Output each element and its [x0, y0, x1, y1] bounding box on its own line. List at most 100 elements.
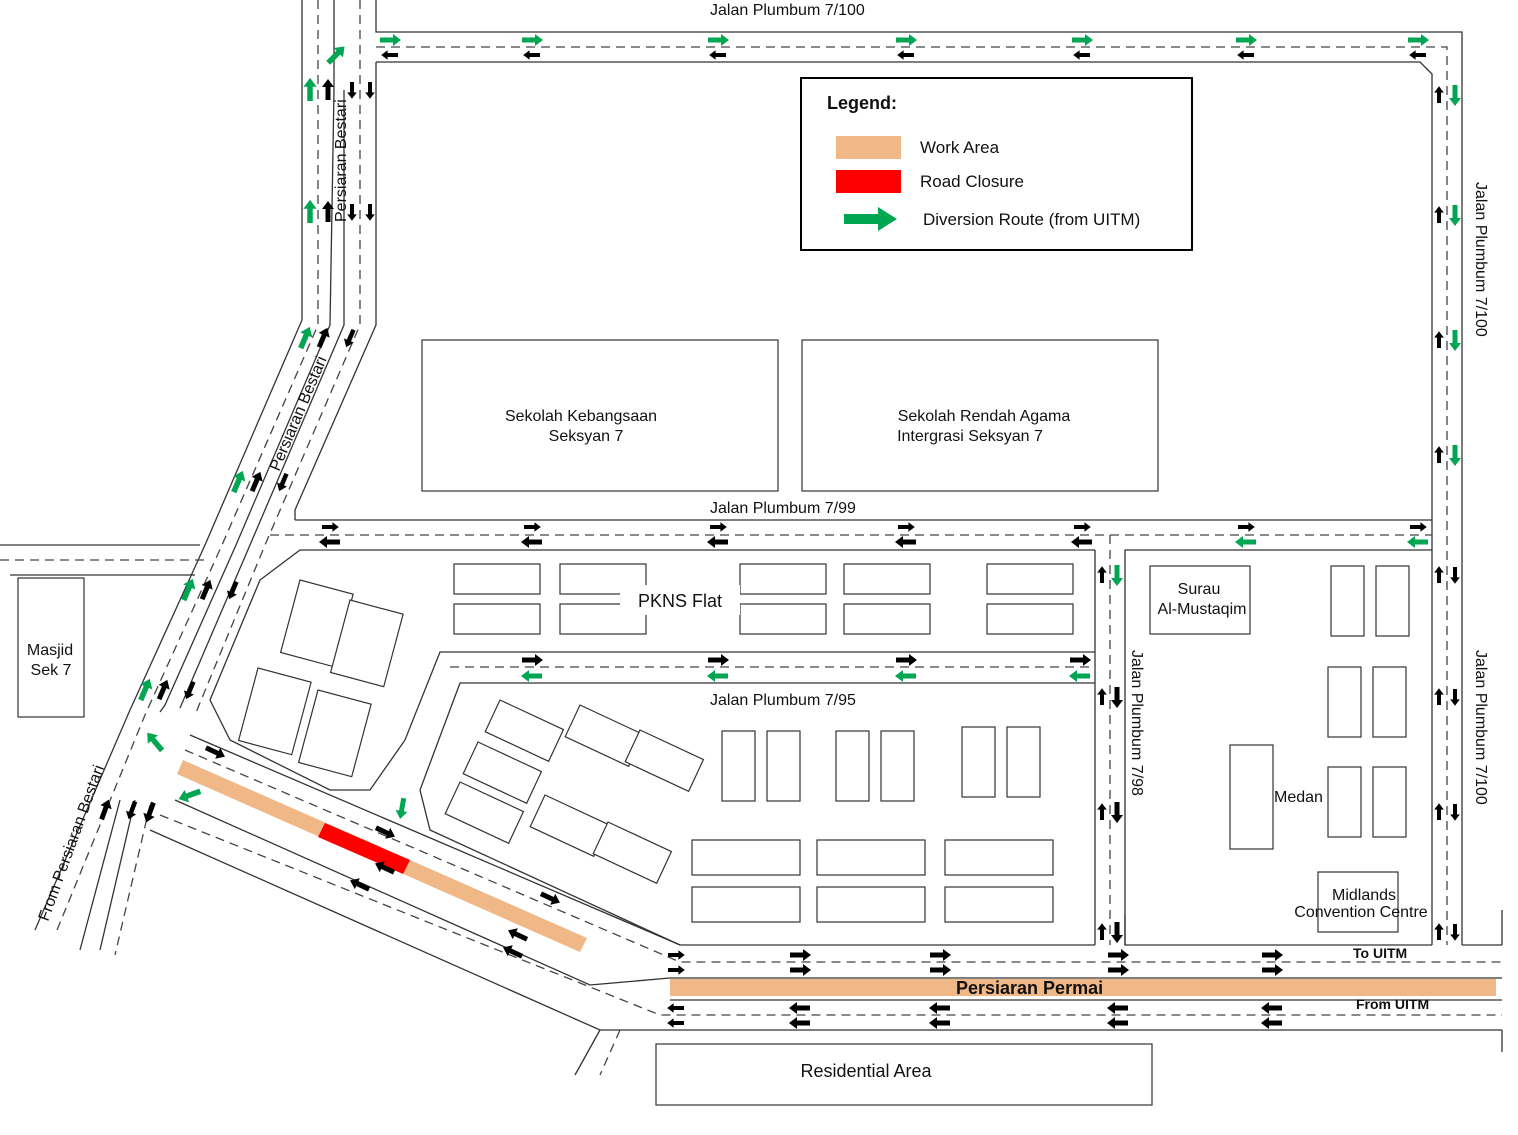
traffic-arrow-icon: [1409, 50, 1426, 60]
road-persiaran-bestari: [0, 0, 377, 956]
diversion-arrow-icon: [522, 34, 543, 46]
building-block: [1372, 666, 1407, 738]
traffic-arrow-icon: [347, 82, 357, 99]
building-block: [739, 603, 827, 635]
building-block: [816, 886, 926, 923]
building-block: [721, 730, 756, 802]
traffic-arrow-icon: [1434, 206, 1444, 223]
label-surau-line1: Surau: [1178, 581, 1221, 598]
building-surau: [1149, 565, 1251, 635]
building-block: [944, 839, 1054, 876]
traffic-arrow-icon: [668, 965, 685, 975]
traffic-arrow-icon: [99, 799, 112, 821]
traffic-arrow-icon: [343, 328, 356, 348]
traffic-arrow-icon: [365, 204, 375, 221]
traffic-arrow-icon: [898, 522, 915, 532]
label-masjid-line1: Masjid: [27, 642, 73, 659]
traffic-arrow-icon: [226, 580, 239, 600]
traffic-arrow-icon: [199, 579, 213, 601]
legend-swatch-work-area: [836, 136, 901, 159]
traffic-arrows: [99, 34, 1461, 1029]
building-residential: [655, 1043, 1153, 1106]
diversion-arrow-icon: [896, 34, 917, 46]
traffic-arrow-icon: [1111, 687, 1123, 708]
traffic-arrow-icon: [897, 50, 914, 60]
building-masjid: [17, 577, 85, 718]
building-block: [1372, 766, 1407, 838]
building-block: [944, 886, 1054, 923]
road-persiaran-permai: [149, 734, 1503, 1076]
traffic-arrow-icon: [319, 536, 340, 548]
label-school2-line1: Sekolah Rendah Agama: [898, 408, 1071, 425]
building-block: [1330, 565, 1365, 637]
traffic-arrow-icon: [508, 928, 529, 942]
traffic-arrow-icon: [249, 471, 263, 493]
work-area-persiaran-permai: [670, 979, 1496, 996]
traffic-arrow-icon: [1262, 949, 1283, 961]
building-sekolah-rendah-agama: [801, 339, 1159, 492]
building-midlands: [1317, 871, 1399, 933]
diversion-arrow-icon: [1069, 670, 1090, 682]
label-surau-line2: Al-Mustaqim: [1158, 601, 1247, 618]
traffic-arrow-icon: [1108, 964, 1129, 976]
traffic-arrow-icon: [1434, 566, 1444, 583]
traffic-arrow-icon: [1410, 522, 1427, 532]
traffic-arrow-icon: [1262, 964, 1283, 976]
traffic-arrow-icon: [790, 949, 811, 961]
traffic-arrow-icon: [316, 327, 330, 349]
building-block: [329, 599, 404, 688]
traffic-arrow-icon: [1071, 536, 1092, 548]
traffic-arrow-icon: [322, 79, 334, 100]
traffic-arrow-icon: [204, 745, 225, 759]
building-block: [1375, 565, 1410, 637]
traffic-arrow-icon: [1434, 688, 1444, 705]
traffic-arrow-icon: [1108, 949, 1129, 961]
traffic-arrow-icon: [322, 522, 339, 532]
traffic-arrow-icon: [183, 680, 196, 700]
label-jalan-plumbum-7-100-right-lower: Jalan Plumbum 7/100: [1472, 650, 1489, 805]
traffic-arrow-icon: [365, 82, 375, 99]
traffic-arrow-icon: [1237, 50, 1254, 60]
traffic-arrow-icon: [896, 654, 917, 666]
building-block: [1006, 726, 1041, 798]
traffic-arrow-icon: [523, 50, 540, 60]
diversion-arrow-icon: [138, 678, 153, 702]
diversion-arrow-icon: [895, 670, 916, 682]
label-persiaran-bestari-top: Persiaran Bestari: [333, 99, 350, 222]
building-block: [986, 603, 1074, 635]
diversion-arrow-icon: [1449, 330, 1461, 351]
label-jalan-plumbum-7-98: Jalan Plumbum 7/98: [1128, 650, 1145, 796]
diversion-arrow-icon: [303, 77, 317, 101]
traffic-arrow-icon: [347, 204, 357, 221]
label-jalan-plumbum-7-99: Jalan Plumbum 7/99: [710, 500, 856, 517]
traffic-arrow-icon: [668, 950, 685, 960]
traffic-arrow-icon: [1434, 923, 1444, 940]
traffic-arrow-icon: [1111, 802, 1123, 823]
traffic-arrow-icon: [539, 891, 560, 905]
diversion-arrow-icon: [298, 326, 313, 350]
label-jalan-plumbum-7-100-right-upper: Jalan Plumbum 7/100: [1472, 182, 1489, 337]
legend-label-work-area: Work Area: [920, 138, 1000, 157]
traffic-arrow-icon: [1434, 446, 1444, 463]
label-persiaran-permai: Persiaran Permai: [956, 978, 1103, 998]
legend-diversion-arrow-icon: [844, 207, 897, 231]
traffic-arrow-icon: [1097, 566, 1107, 583]
label-residential-area: Residential Area: [800, 1061, 932, 1081]
building-block: [1327, 766, 1362, 838]
traffic-arrow-icon: [790, 964, 811, 976]
traffic-arrow-icon: [1450, 689, 1460, 706]
traffic-arrow-icon: [1450, 804, 1460, 821]
building-block: [624, 729, 705, 793]
traffic-arrow-icon: [789, 1002, 810, 1014]
diversion-arrow-icon: [1072, 34, 1093, 46]
label-to-uitm: To UITM: [1353, 945, 1407, 961]
traffic-arrow-icon: [1107, 1002, 1128, 1014]
label-pkns-flat: PKNS Flat: [638, 591, 722, 611]
diversion-arrow-icon: [1449, 85, 1461, 106]
traffic-arrow-icon: [1261, 1002, 1282, 1014]
building-block: [835, 730, 870, 802]
building-block: [1327, 666, 1362, 738]
building-block: [462, 741, 543, 805]
diversion-arrow-icon: [708, 34, 729, 46]
